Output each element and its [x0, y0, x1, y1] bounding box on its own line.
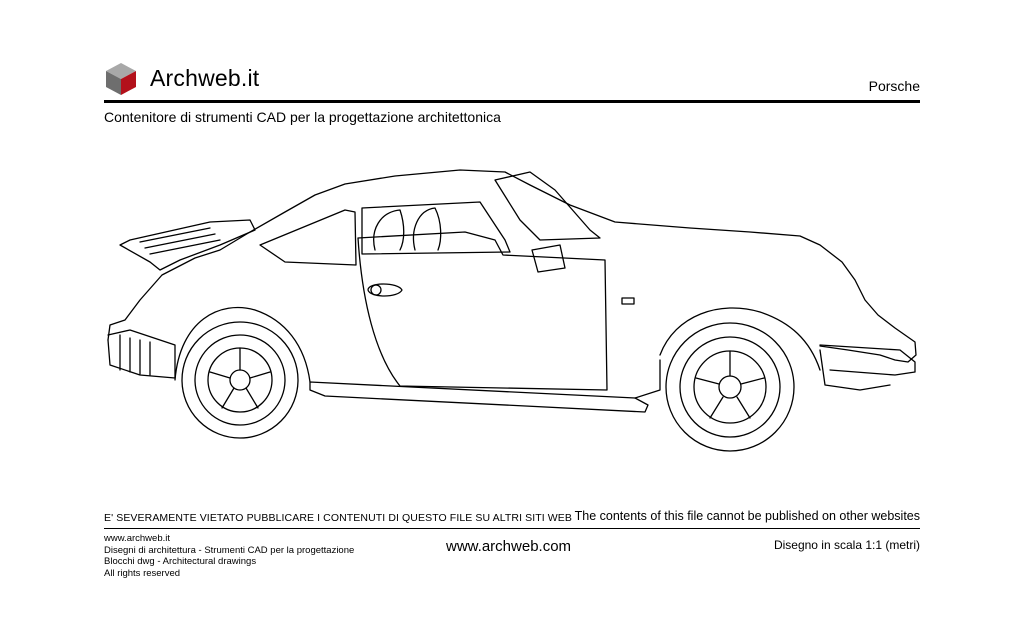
footer-website-link[interactable]: www.archweb.com — [446, 538, 572, 555]
front-bumper — [819, 344, 916, 376]
rear-quarter-window — [259, 209, 357, 266]
notice-italian: E' SEVERAMENTE VIETATO PUBBLICARE I CONT… — [104, 512, 572, 524]
side-mirror — [531, 244, 566, 273]
footer-divider — [104, 528, 920, 529]
cube-logo-icon — [106, 63, 136, 95]
brand-logo[interactable]: Archweb.it — [104, 62, 294, 96]
windshield — [494, 171, 601, 241]
subtitle: Contenitore di strumenti CAD per la prog… — [104, 109, 501, 125]
door — [357, 231, 608, 391]
rocker-panel — [309, 381, 649, 413]
scale-note: Disegno in scala 1:1 (metri) — [773, 538, 920, 552]
brand-name: Archweb.it — [150, 65, 260, 91]
document-title: Porsche — [868, 78, 920, 94]
footer-line: Blocchi dwg - Architectural drawings — [104, 556, 257, 567]
footer-credits: www.archweb.it Disegni di architettura -… — [104, 533, 354, 579]
footer-line: Disegni di architettura - Strumenti CAD … — [104, 544, 355, 556]
footer-line[interactable]: www.archweb.it — [104, 533, 170, 544]
rear-wheel-arch — [174, 306, 311, 383]
front-wheel-arch — [659, 307, 821, 371]
rear-bumper — [107, 329, 176, 379]
header-divider — [104, 100, 920, 103]
front-wheel — [665, 322, 795, 452]
rear-spoiler — [119, 219, 256, 271]
car-drawing — [107, 169, 917, 452]
notice-english: The contents of this file cannot be publ… — [574, 509, 920, 523]
rear-wheel — [181, 321, 299, 439]
footer-line: All rights reserved — [104, 567, 181, 579]
door-window — [361, 201, 511, 255]
body-outline — [107, 169, 917, 363]
